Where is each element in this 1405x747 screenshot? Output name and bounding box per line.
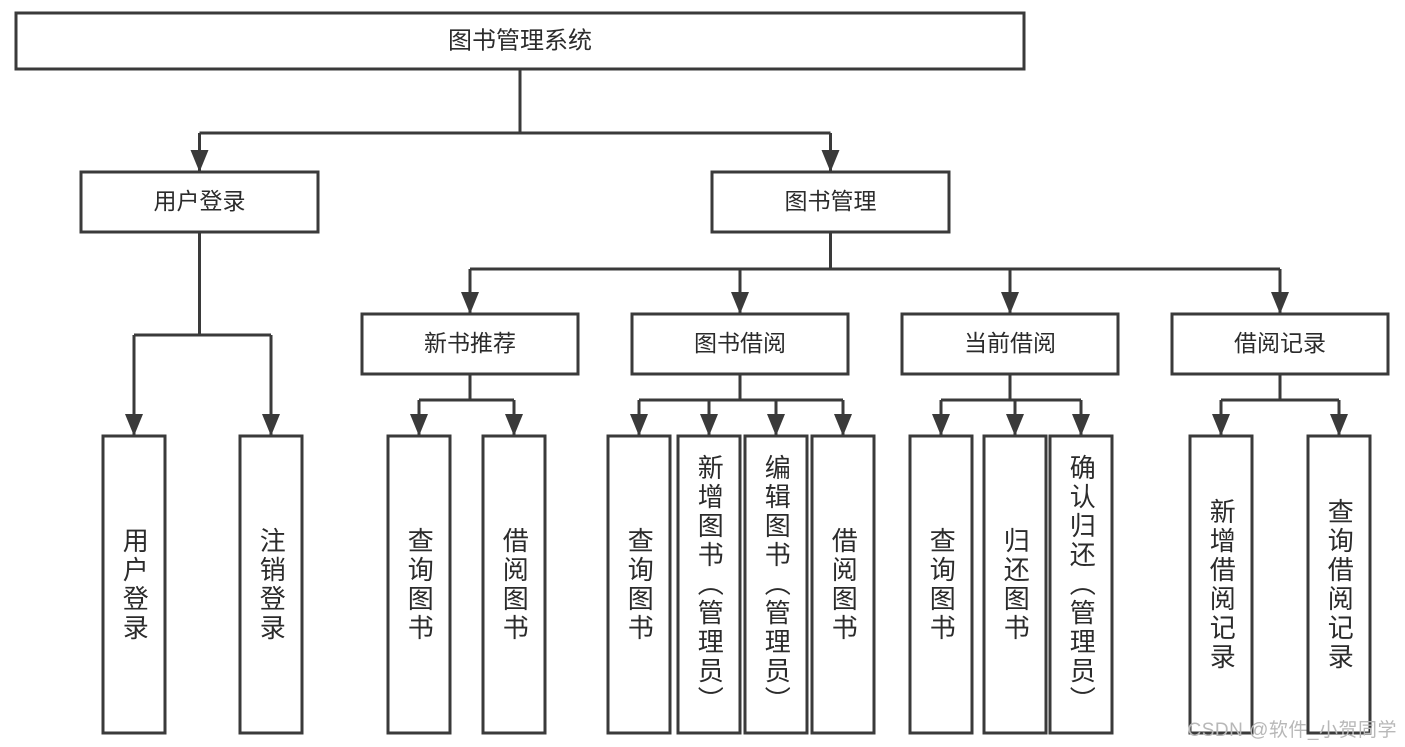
node-box[interactable] bbox=[79, 170, 320, 234]
node-box[interactable] bbox=[900, 312, 1120, 376]
node-box[interactable] bbox=[386, 434, 452, 735]
node-label: 图书借阅 bbox=[694, 330, 786, 356]
node-leaf-query-book-3[interactable] bbox=[908, 434, 974, 735]
arrowhead bbox=[1271, 292, 1289, 314]
node-box[interactable] bbox=[238, 434, 304, 735]
node-box[interactable] bbox=[630, 312, 850, 376]
node-label: 借阅记录 bbox=[1234, 330, 1326, 356]
node-box[interactable] bbox=[1306, 434, 1372, 735]
arrowhead bbox=[1330, 414, 1348, 436]
node-box[interactable] bbox=[982, 434, 1048, 735]
arrowhead bbox=[190, 150, 209, 172]
edge-group-root bbox=[190, 69, 840, 172]
node-root[interactable]: 图书管理系统 bbox=[14, 11, 1026, 71]
node-user-login[interactable]: 用户登录 bbox=[79, 170, 320, 234]
node-leaf-query-book-1[interactable] bbox=[386, 434, 452, 735]
edge-group-new-book-recommend bbox=[410, 374, 523, 436]
node-box[interactable] bbox=[606, 434, 672, 735]
node-leaf-confirm-return[interactable] bbox=[1048, 434, 1114, 735]
arrowhead bbox=[1006, 414, 1024, 436]
node-box[interactable] bbox=[743, 434, 809, 735]
node-label: 当前借阅 bbox=[964, 330, 1056, 356]
edge-group-current-borrow bbox=[932, 374, 1090, 436]
node-leaf-user-login[interactable] bbox=[101, 434, 167, 735]
edge-group-borrow-record bbox=[1212, 374, 1348, 436]
node-leaf-edit-book[interactable] bbox=[743, 434, 809, 735]
arrowhead bbox=[125, 414, 143, 436]
arrowhead bbox=[821, 150, 840, 172]
arrowhead bbox=[932, 414, 950, 436]
node-label: 图书管理系统 bbox=[448, 27, 592, 54]
node-leaf-add-book[interactable] bbox=[676, 434, 742, 735]
node-box[interactable] bbox=[1188, 434, 1254, 735]
arrowhead bbox=[262, 414, 280, 436]
node-box[interactable] bbox=[14, 11, 1026, 71]
connector-layer bbox=[125, 69, 1348, 436]
node-box[interactable] bbox=[481, 434, 547, 735]
node-box[interactable] bbox=[908, 434, 974, 735]
node-box[interactable] bbox=[101, 434, 167, 735]
arrowhead bbox=[505, 414, 523, 436]
node-leaf-borrow-book-2[interactable] bbox=[810, 434, 876, 735]
node-leaf-logout[interactable] bbox=[238, 434, 304, 735]
arrowhead bbox=[630, 414, 648, 436]
node-box[interactable] bbox=[676, 434, 742, 735]
node-box[interactable] bbox=[360, 312, 580, 376]
node-borrow-record[interactable]: 借阅记录 bbox=[1170, 312, 1390, 376]
node-label: 图书管理 bbox=[785, 188, 877, 214]
arrowhead bbox=[1001, 292, 1019, 314]
arrowhead bbox=[700, 414, 718, 436]
node-leaf-borrow-book-1[interactable] bbox=[481, 434, 547, 735]
node-leaf-query-book-2[interactable] bbox=[606, 434, 672, 735]
node-leaf-query-record[interactable] bbox=[1306, 434, 1372, 735]
node-box[interactable] bbox=[1048, 434, 1114, 735]
edge-group-book-manage bbox=[461, 232, 1289, 314]
edge-group-user-login bbox=[125, 232, 280, 436]
node-leaf-add-record[interactable] bbox=[1188, 434, 1254, 735]
node-label: 用户登录 bbox=[154, 188, 246, 214]
arrowhead bbox=[834, 414, 852, 436]
arrowhead bbox=[767, 414, 785, 436]
node-new-book-recommend[interactable]: 新书推荐 bbox=[360, 312, 580, 376]
edge-group-book-borrow bbox=[630, 374, 852, 436]
arrowhead bbox=[1212, 414, 1230, 436]
arrowhead bbox=[731, 292, 749, 314]
node-book-borrow[interactable]: 图书借阅 bbox=[630, 312, 850, 376]
watermark: CSDN @软件_小贺同学 bbox=[1187, 720, 1397, 741]
node-current-borrow[interactable]: 当前借阅 bbox=[900, 312, 1120, 376]
arrowhead bbox=[461, 292, 479, 314]
node-box[interactable] bbox=[710, 170, 951, 234]
arrowhead bbox=[1072, 414, 1090, 436]
arrowhead bbox=[410, 414, 428, 436]
node-book-manage[interactable]: 图书管理 bbox=[710, 170, 951, 234]
node-box[interactable] bbox=[810, 434, 876, 735]
node-label: 新书推荐 bbox=[424, 330, 516, 356]
node-box[interactable] bbox=[1170, 312, 1390, 376]
node-leaf-return-book[interactable] bbox=[982, 434, 1048, 735]
